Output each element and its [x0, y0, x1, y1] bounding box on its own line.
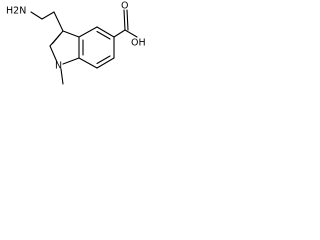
bond-n1-methyl [60, 68, 64, 85]
bond-n-ch2 [30, 11, 43, 20]
bond-c-double-o [123, 9, 126, 31]
bond-c3-c3a [62, 30, 80, 38]
bond-c7-c6 [96, 57, 115, 69]
carbonyl-oxygen-label: O [121, 1, 128, 12]
bond-c7-c6-inner [96, 55, 111, 65]
structure-canvas: H2N OH O N [0, 0, 156, 101]
molecule-diagram: H2N OH O N [6, 1, 146, 85]
bond-c-oh [124, 29, 138, 38]
bond-n1-c7a [62, 57, 80, 65]
bond-c-double-o-2 [126, 9, 129, 31]
bond-ch2-ch2 [41, 11, 55, 20]
bond-c5-c4-inner [96, 30, 111, 40]
bond-c5-cooh [113, 29, 126, 38]
bond-c5-c4 [96, 26, 115, 38]
bond-c7a-c7 [78, 57, 98, 69]
ring-nitrogen-label: N [55, 61, 62, 72]
bond-c2-n1 [49, 45, 58, 63]
bond-c4-c3a [78, 26, 98, 38]
amine-label: H2N [6, 6, 26, 17]
hydroxyl-label: OH [131, 38, 146, 49]
bond-c3-c2-double [51, 33, 62, 45]
bond-ch2-c3 [53, 11, 64, 32]
